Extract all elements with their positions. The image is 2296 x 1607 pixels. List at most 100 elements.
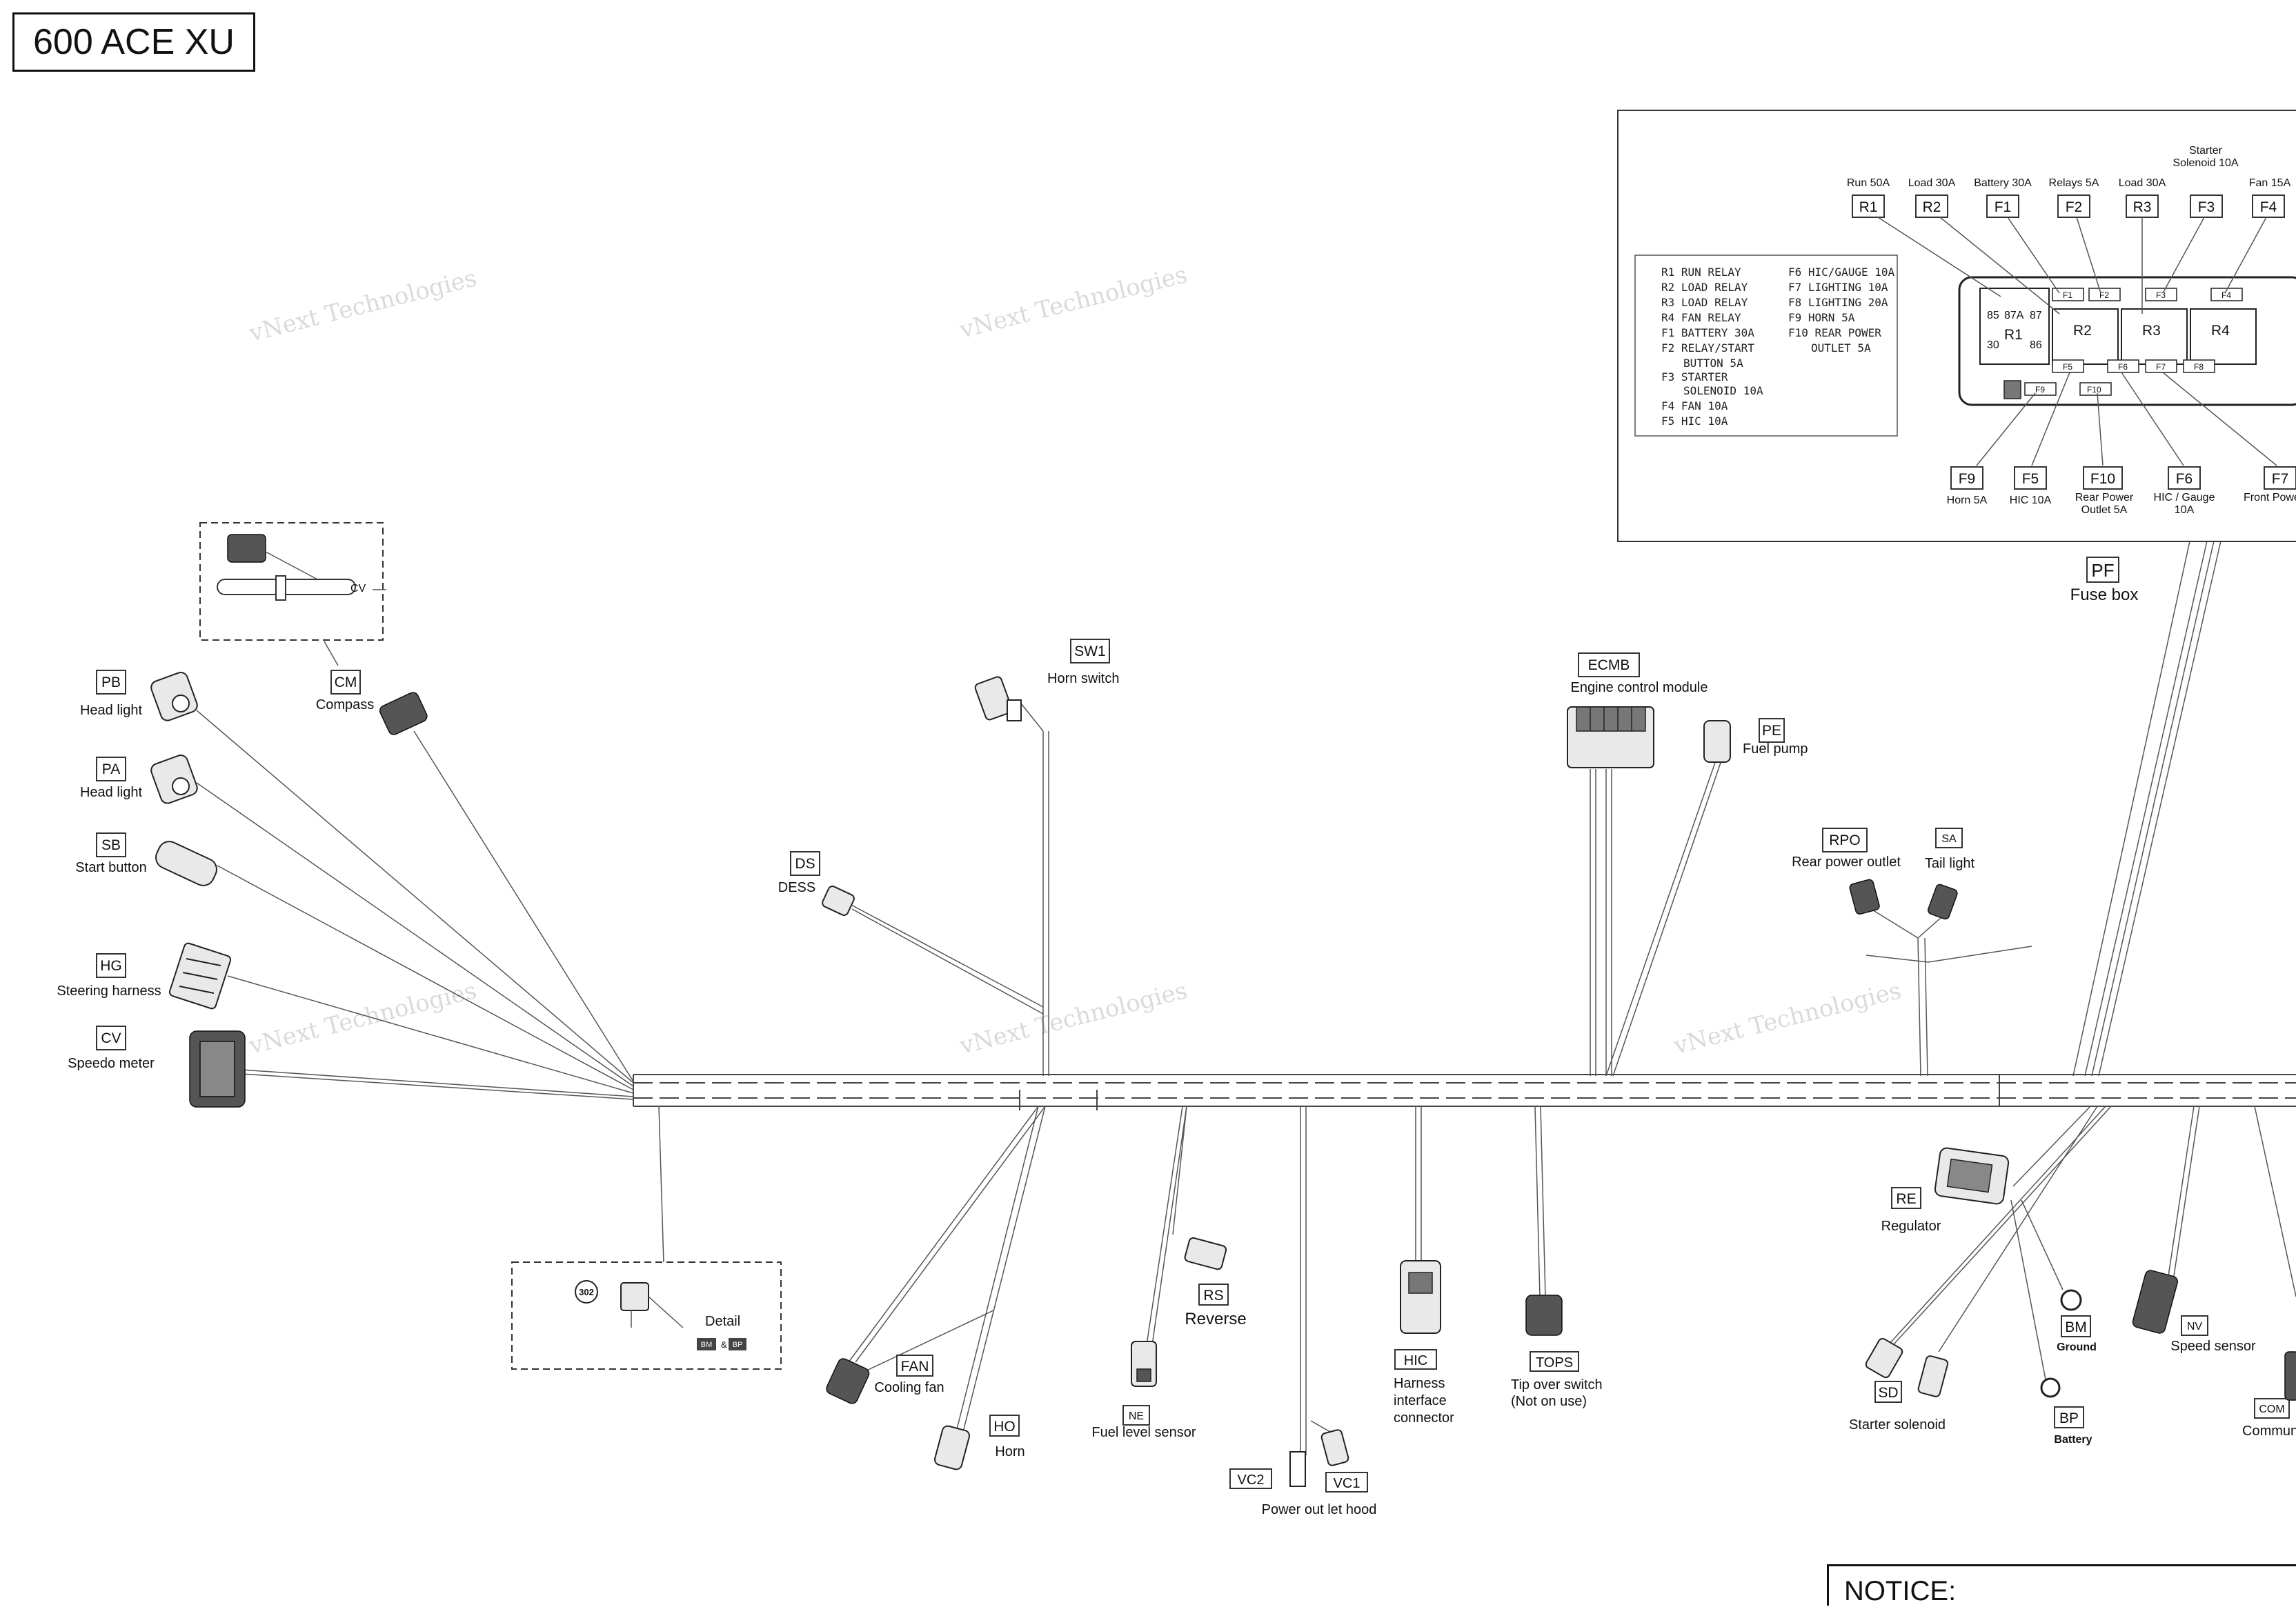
fuse-legend-left: R1 RUN RELAY R2 LOAD RELAY R3 LOAD RELAY…	[1661, 266, 1763, 428]
svg-text:F10 REAR POWER: F10 REAR POWER	[1788, 326, 1881, 339]
connector-sb: SB Start button	[75, 832, 217, 886]
svg-text:R3: R3	[2142, 323, 2161, 339]
connector-pa: PA Head light	[80, 755, 198, 804]
battery-terminal-icon	[2040, 1377, 2061, 1398]
svg-text:CV: CV	[350, 583, 366, 595]
svg-text:R1: R1	[2004, 327, 2023, 343]
svg-text:F9: F9	[1959, 471, 1976, 487]
svg-text:F5: F5	[2022, 471, 2039, 487]
svg-text:Speed sensor: Speed sensor	[2170, 1339, 2256, 1354]
connector-ecmb: ECMB Engine control module	[1567, 652, 1708, 1076]
svg-text:PF: PF	[2091, 560, 2114, 581]
svg-text:F10: F10	[2087, 385, 2101, 395]
ground-detail-inset: 302 Detail BM & BP	[511, 1261, 782, 1370]
svg-text:vNext Technologies: vNext Technologies	[957, 977, 1190, 1060]
fuse-box-code: PF Fuse box	[2070, 557, 2139, 604]
svg-text:R1 RUN RELAY: R1 RUN RELAY	[1661, 266, 1741, 279]
connector-cm: CM Compass	[316, 670, 428, 735]
svg-text:F1 BATTERY 30A: F1 BATTERY 30A	[1661, 326, 1754, 339]
tail-light-connector-icon	[1928, 884, 1958, 920]
svg-text:Horn: Horn	[995, 1444, 1025, 1459]
svg-text:CV: CV	[101, 1030, 121, 1046]
svg-text:VC1: VC1	[1334, 1476, 1360, 1491]
svg-text:Compass: Compass	[316, 697, 374, 712]
fuel-pump-connector-icon	[1703, 720, 1731, 763]
connector-hg: HG Steering harness	[57, 942, 232, 1010]
svg-text:F2: F2	[2099, 290, 2109, 300]
svg-text:vNext Technologies: vNext Technologies	[957, 261, 1190, 344]
svg-text:F3: F3	[2198, 199, 2215, 215]
start-button-connector-icon	[155, 841, 217, 886]
svg-text:Fuse box: Fuse box	[2070, 586, 2139, 604]
svg-text:BM: BM	[2065, 1319, 2087, 1335]
svg-text:Relays 5A: Relays 5A	[2049, 177, 2099, 189]
reverse-connector-icon	[1184, 1237, 1227, 1270]
svg-text:F9: F9	[2035, 385, 2045, 395]
svg-text:F3 STARTER: F3 STARTER	[1661, 370, 1728, 383]
svg-text:CM: CM	[335, 675, 357, 690]
svg-text:Head light: Head light	[80, 785, 143, 800]
svg-text:vNext Technologies: vNext Technologies	[246, 977, 479, 1060]
svg-text:Battery: Battery	[2054, 1434, 2092, 1446]
hic-connector-icon	[1400, 1260, 1441, 1334]
svg-text:R2: R2	[1923, 199, 1941, 215]
svg-text:F2: F2	[2066, 199, 2083, 215]
fuse-top-labels: Run 50A R1 Load 30A R2 Battery 30A F1 Re…	[1847, 145, 2291, 218]
svg-text:RPO: RPO	[1829, 832, 1861, 848]
svg-text:F1: F1	[2063, 290, 2072, 300]
svg-text:PA: PA	[102, 761, 120, 777]
speedometer-connector-icon	[189, 1030, 246, 1108]
svg-text:30: 30	[1987, 339, 1999, 351]
svg-text:F8: F8	[2194, 362, 2204, 372]
svg-text:Horn 5A: Horn 5A	[1947, 495, 1988, 506]
svg-text:VC2: VC2	[1238, 1473, 1265, 1488]
svg-text:Start button: Start button	[75, 860, 146, 875]
connector-tops: TOPS Tip over switch (Not on use)	[1511, 1106, 1603, 1409]
svg-text:Detail: Detail	[705, 1314, 740, 1329]
svg-text:FAN: FAN	[901, 1359, 929, 1375]
headlight-connector-icon	[150, 755, 198, 804]
svg-text:R3: R3	[2133, 199, 2152, 215]
svg-text:R1: R1	[1859, 199, 1878, 215]
svg-text:&: &	[721, 1339, 727, 1350]
svg-text:Fuel level sensor: Fuel level sensor	[1091, 1425, 1196, 1440]
svg-text:85: 85	[1987, 310, 1999, 321]
svg-text:Steering harness: Steering harness	[57, 984, 161, 999]
fuel-level-sensor-connector-icon	[1131, 1341, 1157, 1387]
connector-rs: RS Reverse	[1172, 1106, 1247, 1328]
svg-text:NV: NV	[2187, 1321, 2203, 1332]
svg-text:87: 87	[2030, 310, 2042, 321]
svg-text:PB: PB	[101, 675, 121, 690]
svg-text:R2 LOAD RELAY: R2 LOAD RELAY	[1661, 281, 1748, 294]
svg-text:F7 LIGHTING 10A: F7 LIGHTING 10A	[1788, 281, 1888, 294]
connector-sw1: SW1 Horn switch	[974, 639, 1119, 1076]
compass-detail-inset: CV	[199, 522, 386, 666]
svg-text:Battery 30A: Battery 30A	[1974, 177, 2032, 189]
power-outlet-connector-icon	[1289, 1429, 1349, 1487]
svg-text:SD: SD	[1878, 1385, 1898, 1401]
svg-text:interface: interface	[1394, 1393, 1447, 1408]
regulator-connector-icon	[1934, 1147, 2010, 1205]
connector-ne: NE Fuel level sensor	[1091, 1106, 1196, 1440]
svg-text:R2: R2	[2073, 323, 2092, 339]
connector-pb: PB Head light	[80, 670, 198, 721]
svg-text:Regulator: Regulator	[1881, 1219, 1941, 1234]
fuse-legend-right: F6 HIC/GAUGE 10A F7 LIGHTING 10A F8 LIGH…	[1788, 266, 1894, 355]
left-branch-wires	[196, 710, 668, 1272]
svg-text:Reverse: Reverse	[1185, 1310, 1246, 1328]
svg-text:Cooling fan: Cooling fan	[874, 1380, 944, 1395]
svg-text:TOPS: TOPS	[1536, 1355, 1573, 1370]
svg-text:R4: R4	[2211, 323, 2230, 339]
svg-text:Power out let hood: Power out let hood	[1262, 1502, 1377, 1517]
svg-text:R4 FAN RELAY: R4 FAN RELAY	[1661, 311, 1741, 324]
svg-text:DESS: DESS	[778, 880, 815, 895]
connector-com: COM Commun	[2242, 1351, 2296, 1439]
compass-connector-icon	[379, 692, 428, 735]
svg-text:SW1: SW1	[1074, 643, 1106, 659]
svg-text:Fan 15A: Fan 15A	[2249, 177, 2291, 189]
svg-text:F3: F3	[2156, 290, 2166, 300]
svg-text:F4: F4	[2260, 199, 2277, 215]
horn-switch-connector-icon	[974, 676, 1022, 721]
connector-cv: CV Speedo meter	[68, 1026, 246, 1108]
